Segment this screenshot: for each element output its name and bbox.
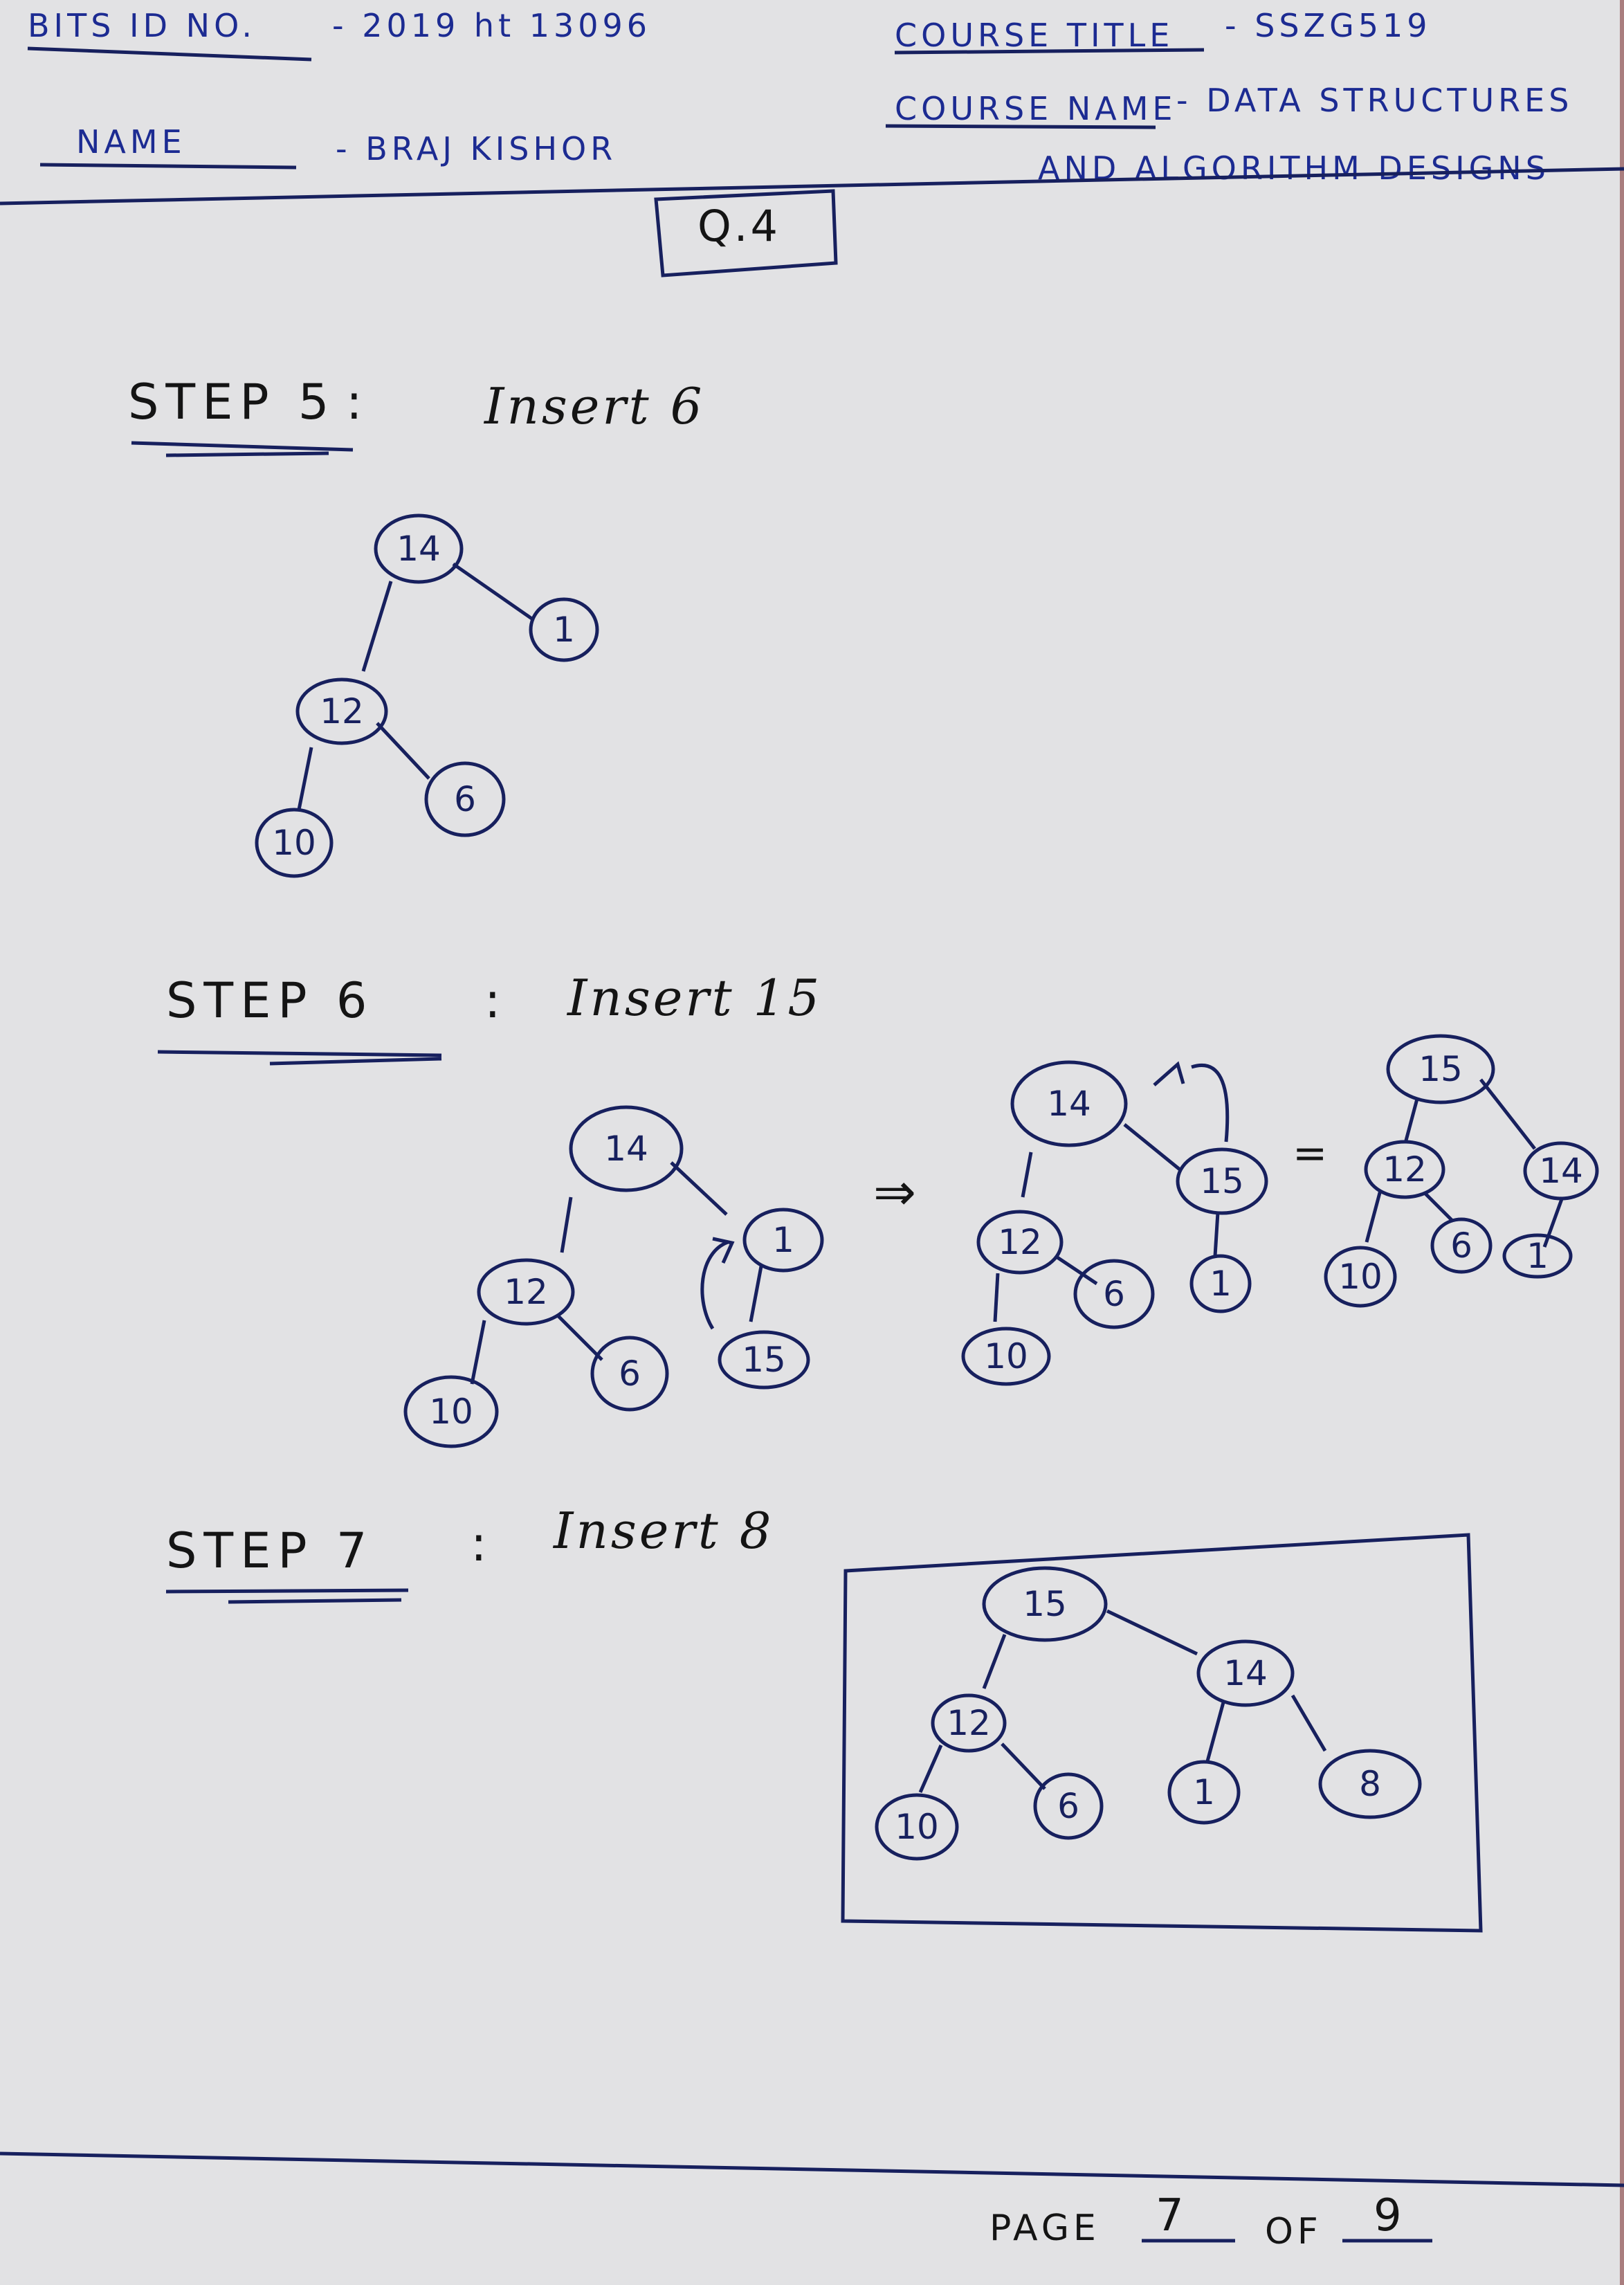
tree-node: 6: [1073, 1259, 1155, 1329]
svg-text:15: 15: [1023, 1584, 1067, 1624]
svg-text:12: 12: [504, 1272, 548, 1312]
svg-text:1: 1: [553, 610, 575, 650]
name-label: NAME: [76, 123, 186, 161]
step-5-tree: 14 1 12 10 6: [255, 513, 599, 878]
svg-text:15: 15: [1200, 1161, 1244, 1201]
tree-node: 1: [1167, 1760, 1241, 1825]
course-name-value: - DATA STRUCTURES: [1176, 82, 1573, 119]
equals-sign: =: [1293, 1129, 1335, 1178]
page-number: 7: [1156, 2190, 1188, 2241]
step-6-action: Insert 15: [567, 969, 823, 1027]
svg-text:10: 10: [895, 1807, 939, 1847]
colon: :: [471, 1515, 494, 1572]
svg-text:6: 6: [619, 1354, 641, 1394]
tree-node: 1: [742, 1208, 824, 1273]
svg-text:12: 12: [1383, 1149, 1427, 1190]
name-value: - BRAJ KISHOR: [336, 130, 617, 167]
tree-node: 1: [1189, 1254, 1252, 1313]
svg-text:14: 14: [1223, 1653, 1268, 1693]
header-rules: [0, 46, 1624, 2243]
svg-text:1: 1: [1193, 1772, 1215, 1812]
tree-node: 15: [1386, 1034, 1495, 1104]
course-title-value: - SSZG519: [1225, 7, 1432, 44]
tree-node: 12: [1364, 1140, 1445, 1199]
tree-node: 10: [875, 1793, 959, 1861]
tree-node: 1: [1502, 1233, 1573, 1279]
svg-text:12: 12: [998, 1222, 1042, 1262]
svg-text:1: 1: [1526, 1236, 1549, 1276]
tree-node: 14: [1196, 1639, 1295, 1707]
svg-text:1: 1: [1210, 1264, 1232, 1304]
step-6-tree-b: 14 15 1 12 10 6: [961, 1060, 1268, 1386]
tree-node: 15: [1176, 1147, 1268, 1215]
step-underlines: [131, 441, 442, 1604]
step-5-label: STEP 5: [128, 374, 336, 430]
svg-text:14: 14: [1539, 1151, 1583, 1191]
tree-node: 14: [1523, 1141, 1599, 1201]
step-7-action: Insert 8: [554, 1502, 774, 1560]
svg-text:6: 6: [1103, 1274, 1125, 1314]
tree-node: 12: [477, 1258, 575, 1326]
svg-text:6: 6: [454, 779, 476, 819]
colon: :: [346, 374, 369, 430]
tree-node: 14: [1010, 1060, 1128, 1147]
svg-text:14: 14: [604, 1129, 648, 1169]
step-6-tree-a: 14 1 15 12 10 6: [403, 1105, 824, 1448]
tree-node: 6: [424, 761, 506, 837]
svg-text:10: 10: [984, 1336, 1028, 1376]
bits-id-value: - 2019 ht 13096: [332, 7, 652, 44]
svg-text:10: 10: [1338, 1257, 1383, 1297]
tree-node: 10: [961, 1327, 1051, 1386]
svg-text:10: 10: [429, 1392, 473, 1432]
transform-arrow: ⇒: [873, 1163, 924, 1222]
page-edge: [1620, 0, 1624, 2285]
step-5-action: Insert 6: [484, 377, 705, 435]
tree-node: 10: [255, 808, 334, 878]
page-label: PAGE: [989, 2207, 1100, 2249]
svg-text:6: 6: [1057, 1786, 1079, 1826]
step-6-label: STEP 6: [166, 972, 374, 1029]
question-label: Q.4: [697, 201, 781, 251]
svg-text:8: 8: [1359, 1764, 1381, 1804]
colon: :: [484, 972, 508, 1029]
svg-text:14: 14: [1047, 1084, 1091, 1124]
tree-node: 12: [976, 1210, 1064, 1275]
step-7-tree: 15 12 14 10 6 1 8: [841, 1533, 1483, 1933]
tree-node: 1: [529, 597, 599, 662]
tree-node: 14: [374, 513, 464, 584]
page-total: 9: [1374, 2190, 1406, 2241]
svg-text:15: 15: [742, 1340, 786, 1380]
tree-node: 12: [295, 677, 388, 745]
result-box: [841, 1533, 1483, 1933]
tree-node: 6: [590, 1336, 669, 1412]
question-box: [654, 189, 838, 277]
svg-text:1: 1: [772, 1220, 794, 1260]
tree-node: 12: [931, 1693, 1007, 1753]
step-6-tree-c: 15 12 14 10 6 1: [1324, 1034, 1599, 1308]
tree-node: 6: [1430, 1217, 1493, 1274]
svg-text:10: 10: [272, 823, 316, 863]
tree-node: 8: [1318, 1749, 1422, 1819]
course-title-label: COURSE TITLE: [895, 17, 1174, 54]
svg-text:14: 14: [396, 529, 441, 569]
tree-node: 10: [403, 1375, 499, 1448]
svg-text:15: 15: [1418, 1049, 1463, 1089]
step-7-label: STEP 7: [166, 1522, 374, 1579]
of-label: OF: [1265, 2211, 1322, 2252]
tree-node: 10: [1324, 1246, 1397, 1308]
tree-node: 15: [718, 1330, 810, 1390]
tree-node: 6: [1033, 1772, 1104, 1840]
svg-text:12: 12: [947, 1703, 991, 1743]
svg-text:12: 12: [320, 691, 364, 731]
bits-id-label: BITS ID NO.: [28, 7, 257, 44]
svg-text:6: 6: [1450, 1226, 1472, 1266]
course-name-label: COURSE NAME: [895, 90, 1177, 127]
tree-node: 15: [982, 1566, 1108, 1642]
tree-node: 14: [569, 1105, 684, 1192]
